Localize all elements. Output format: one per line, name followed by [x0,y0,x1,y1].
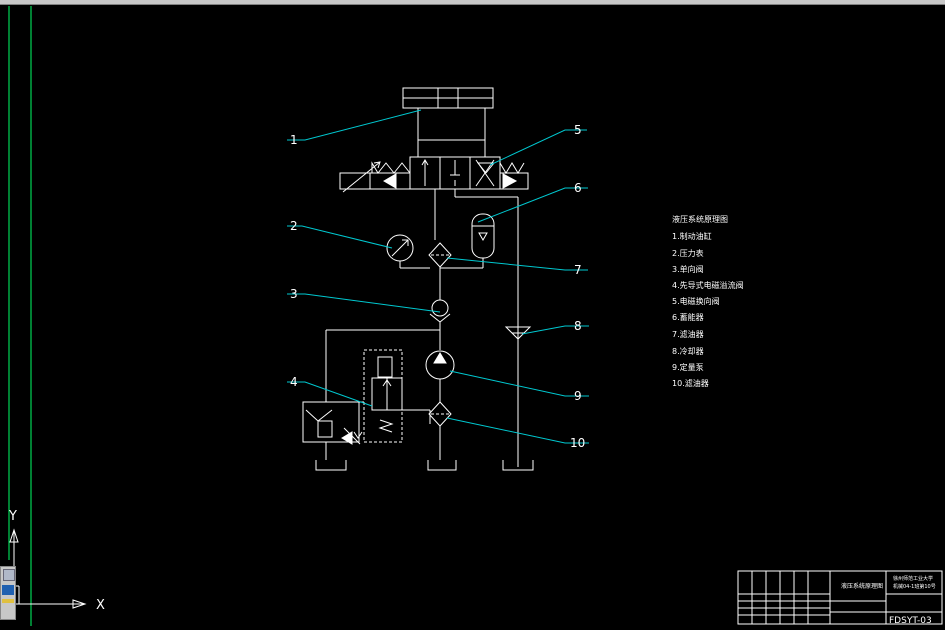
ucs-icon [9,528,87,609]
drawing-canvas[interactable]: 1 2 3 4 5 6 7 8 9 10 液压系统原理图 1.制动油缸 2.压力… [0,5,945,626]
callout-9: 9 [574,389,582,403]
ucs-x-label: X [96,598,105,613]
legend-item: 3.单向阀 [672,264,704,274]
accumulator [440,213,495,269]
window-top-bar [0,0,945,5]
title-block-drawing-name: 液压系统原理图 [841,582,883,590]
leader-lines [287,109,589,444]
legend-item: 2.压力表 [672,248,704,258]
callout-5: 5 [574,123,582,137]
solenoid-directional-valve [339,156,529,467]
legend-item: 7.滤油器 [672,329,704,339]
callout-2: 2 [290,219,298,233]
callout-6: 6 [574,181,582,195]
legend-item: 6.蓄能器 [672,312,704,322]
suction-filter [428,401,452,460]
callout-8: 8 [574,319,582,333]
pressure-gauge [386,234,430,269]
title-block-school: 徐州师范工业大学 [893,575,933,582]
close-icon[interactable] [3,569,15,581]
floating-toolbar[interactable] [0,566,16,620]
callout-numbers: 1 2 3 4 5 6 7 8 9 10 [290,123,585,450]
pilot-relief-valve [302,329,440,460]
status-bar-icon [2,599,14,603]
pump [425,350,455,402]
callout-10: 10 [570,436,585,450]
legend-item: 5.电磁换向阀 [672,296,720,306]
hydraulic-schematic [302,87,534,471]
callout-7: 7 [574,263,582,277]
monitor-icon [2,585,14,595]
callout-1: 1 [290,133,298,147]
legend-item: 10.滤油器 [672,378,709,388]
reservoirs [315,460,534,471]
legend-title: 液压系统原理图 [672,214,728,224]
legend: 液压系统原理图 1.制动油缸 2.压力表 3.单向阀 4.先导式电磁溢流阀 5.… [672,214,744,388]
hydraulic-cylinder [402,87,494,157]
legend-item: 8.冷却器 [672,346,704,356]
legend-item: 1.制动油缸 [672,231,712,241]
callout-4: 4 [290,375,298,389]
title-block: 液压系统原理图 徐州师范工业大学 机械04-1班第10号 FDSYT-03 [737,570,943,626]
ucs-y-label: Y [8,509,17,524]
legend-item: 9.定量泵 [672,362,704,372]
callout-3: 3 [290,287,298,301]
legend-item: 4.先导式电磁溢流阀 [672,280,744,290]
drawing-frame [8,6,32,626]
check-valve [429,299,451,350]
cooler [504,326,532,340]
title-block-class: 机械04-1班第10号 [893,583,936,590]
title-block-drawing-number: FDSYT-03 [889,616,932,626]
filter [428,242,452,300]
